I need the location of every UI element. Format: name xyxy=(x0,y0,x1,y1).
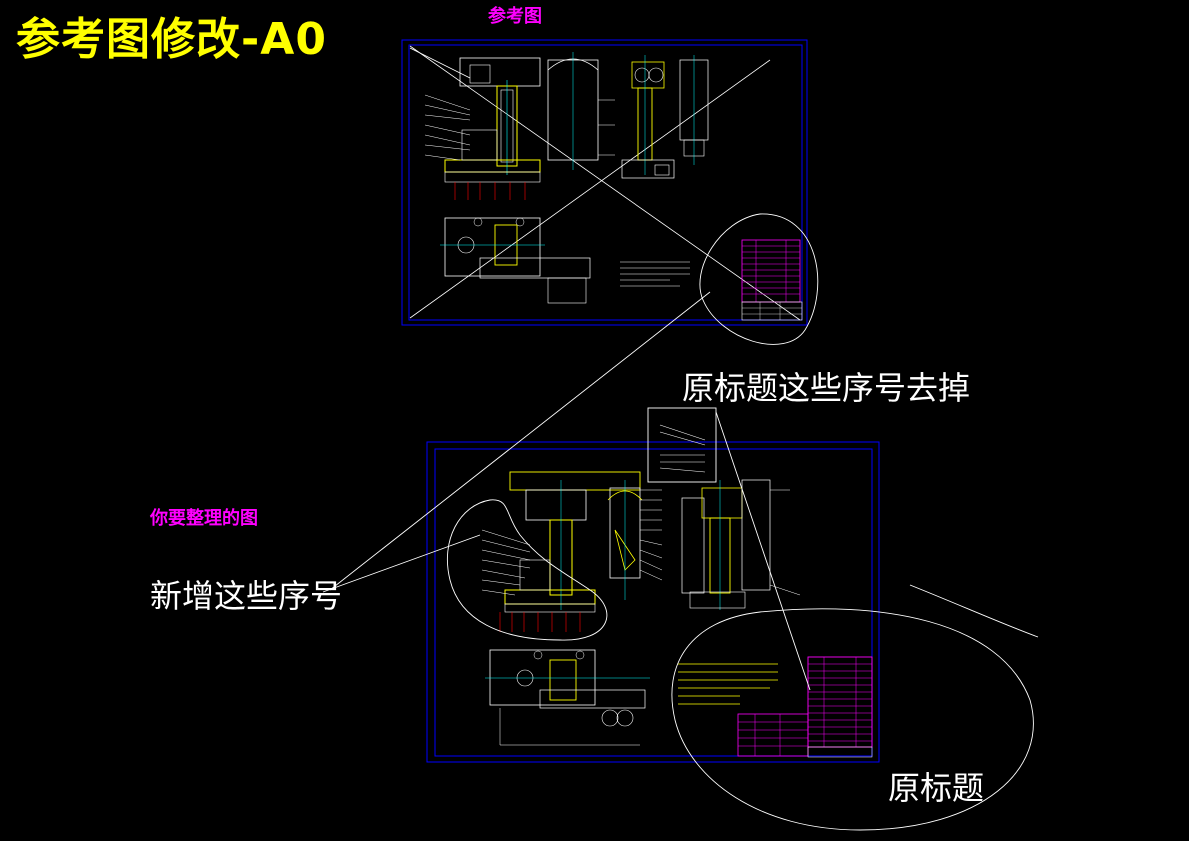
numbers-zoom-box xyxy=(647,407,717,483)
working-drawing-label: 你要整理的图 xyxy=(150,508,258,529)
add-numbers-leader xyxy=(322,534,481,593)
original-title-note: 原标题 xyxy=(888,769,985,807)
reference-outer-frame xyxy=(401,39,808,326)
working-right-view xyxy=(681,479,801,610)
title-leader xyxy=(409,47,471,79)
reference-title-block xyxy=(741,239,803,321)
reference-top-view xyxy=(440,217,591,304)
working-drawing-sheet xyxy=(426,441,880,763)
original-title-tail xyxy=(909,584,1039,638)
reference-right-view xyxy=(621,55,709,179)
page-title: 参考图修改-A0 xyxy=(16,14,327,65)
reference-drawing-sheet xyxy=(401,39,819,345)
working-technical-notes xyxy=(678,663,778,705)
reference-side-view xyxy=(547,52,615,170)
add-numbers-note: 新增这些序号 xyxy=(150,577,343,615)
working-outer-frame xyxy=(426,441,880,763)
working-front-view xyxy=(481,471,641,632)
reference-diagonal-line xyxy=(409,45,801,321)
reference-diagonal-line xyxy=(409,59,771,319)
reference-inner-frame xyxy=(408,44,803,321)
reference-front-view xyxy=(424,57,541,200)
working-side-view xyxy=(607,480,663,600)
reference-to-working-leader xyxy=(329,291,711,591)
annotation-callouts xyxy=(322,47,1039,831)
working-title-block xyxy=(737,656,873,758)
reference-title-callout-circle xyxy=(699,213,819,345)
working-inner-frame xyxy=(434,448,873,757)
new-numbers-circle xyxy=(446,499,608,641)
reference-technical-notes xyxy=(620,261,690,287)
original-title-circle xyxy=(671,608,1034,831)
remove-numbers-leader xyxy=(715,411,811,691)
remove-numbers-note: 原标题这些序号去掉 xyxy=(682,369,971,407)
reference-drawing-label: 参考图 xyxy=(488,6,542,27)
working-top-view xyxy=(485,649,650,746)
